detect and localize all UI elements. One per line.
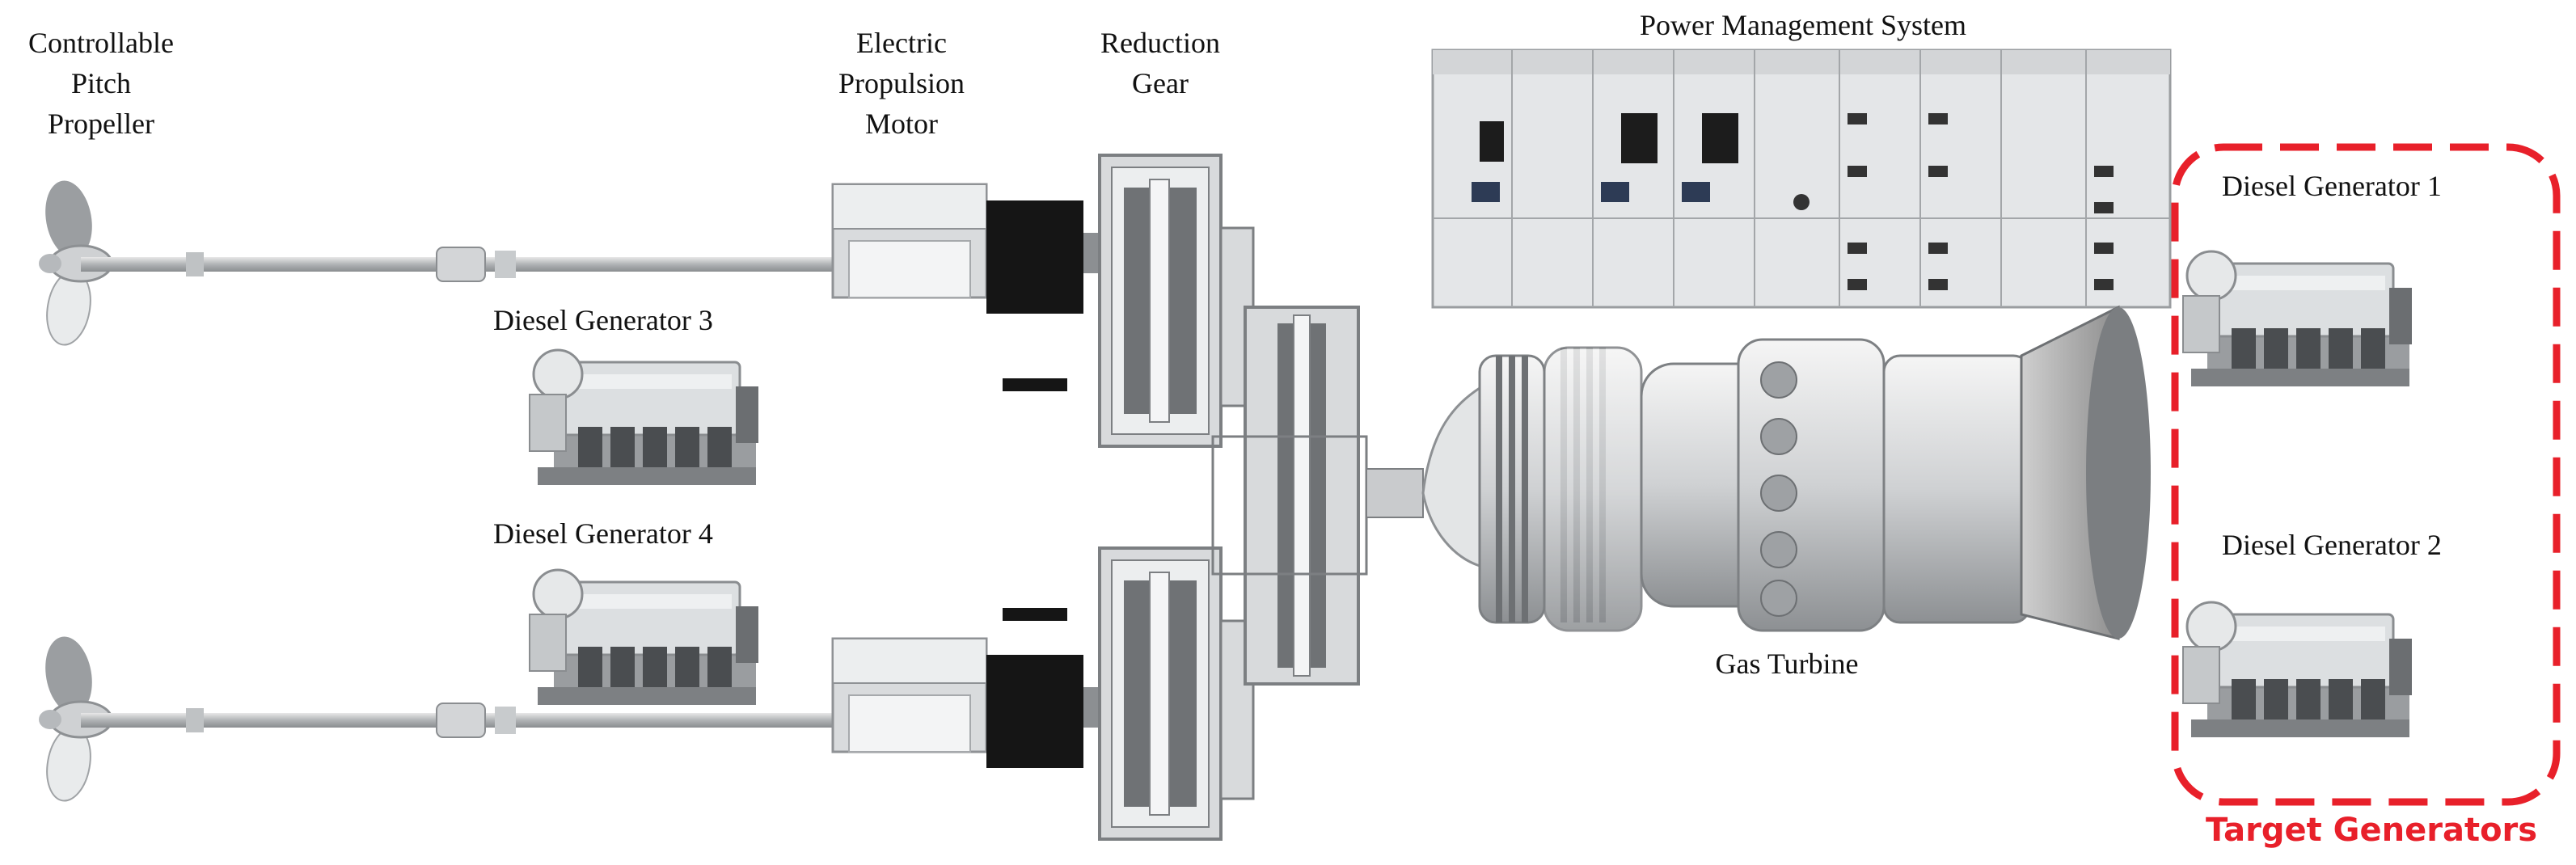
dg2-label: Diesel Generator 2 <box>2222 529 2442 561</box>
motor-label: Electric Propulsion Motor <box>838 27 965 140</box>
gas-turbine-label: Gas Turbine <box>1715 648 1859 680</box>
diesel-generator-3 <box>528 348 760 487</box>
reduction-gear-label: Reduction Gear <box>1100 27 1220 99</box>
electric-propulsion-motor-lower <box>831 637 1134 770</box>
combining-gear <box>1211 306 1424 686</box>
dg3-label: Diesel Generator 3 <box>493 304 713 336</box>
electric-propulsion-motor-upper <box>831 183 1134 315</box>
diesel-generator-2 <box>2181 601 2413 739</box>
dg1-label: Diesel Generator 1 <box>2222 170 2442 202</box>
gas-turbine <box>1421 305 2151 640</box>
reduction-gear-lower <box>1003 546 1255 841</box>
dg4-label: Diesel Generator 4 <box>493 517 713 550</box>
power-management-system-panel <box>1431 49 2172 309</box>
diesel-generator-1 <box>2181 250 2413 388</box>
propeller-label: Controllable Pitch Propeller <box>28 27 174 140</box>
pms-label: Power Management System <box>1640 9 1966 41</box>
target-generators-box <box>2171 143 2561 806</box>
target-generators-label: Target Generators <box>2206 812 2538 849</box>
reduction-gear-upper <box>1003 154 1255 448</box>
diesel-generator-4 <box>528 568 760 707</box>
